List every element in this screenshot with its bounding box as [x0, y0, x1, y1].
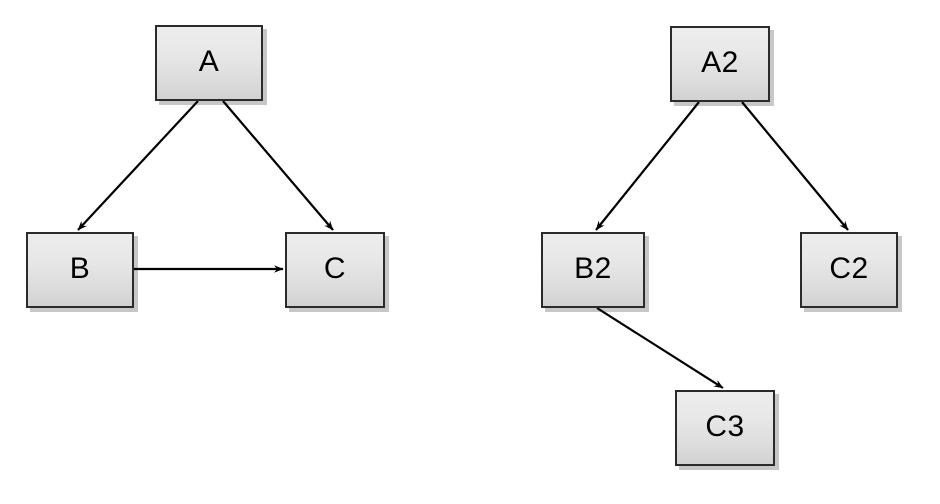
node-b2[interactable]: B2: [541, 232, 645, 308]
node-label: C2: [829, 252, 869, 285]
node-label: C3: [705, 410, 745, 443]
edge-a2-to-b2: [595, 101, 700, 231]
edge-a-to-c: [222, 100, 334, 231]
node-c2[interactable]: C2: [800, 232, 898, 308]
node-label: A: [198, 45, 220, 78]
node-label: B2: [574, 252, 612, 285]
node-label: C: [323, 252, 347, 285]
edge-b2-to-c3: [596, 307, 724, 389]
node-a[interactable]: A: [155, 25, 263, 101]
node-a2[interactable]: A2: [670, 26, 770, 102]
node-label: B: [69, 252, 91, 285]
edges-group: [77, 100, 849, 389]
edge-a2-to-c2: [741, 101, 849, 231]
node-label: A2: [701, 46, 739, 79]
node-b[interactable]: B: [26, 232, 134, 308]
node-c[interactable]: C: [285, 232, 385, 308]
edge-a-to-b: [77, 100, 199, 231]
node-c3[interactable]: C3: [675, 390, 775, 466]
